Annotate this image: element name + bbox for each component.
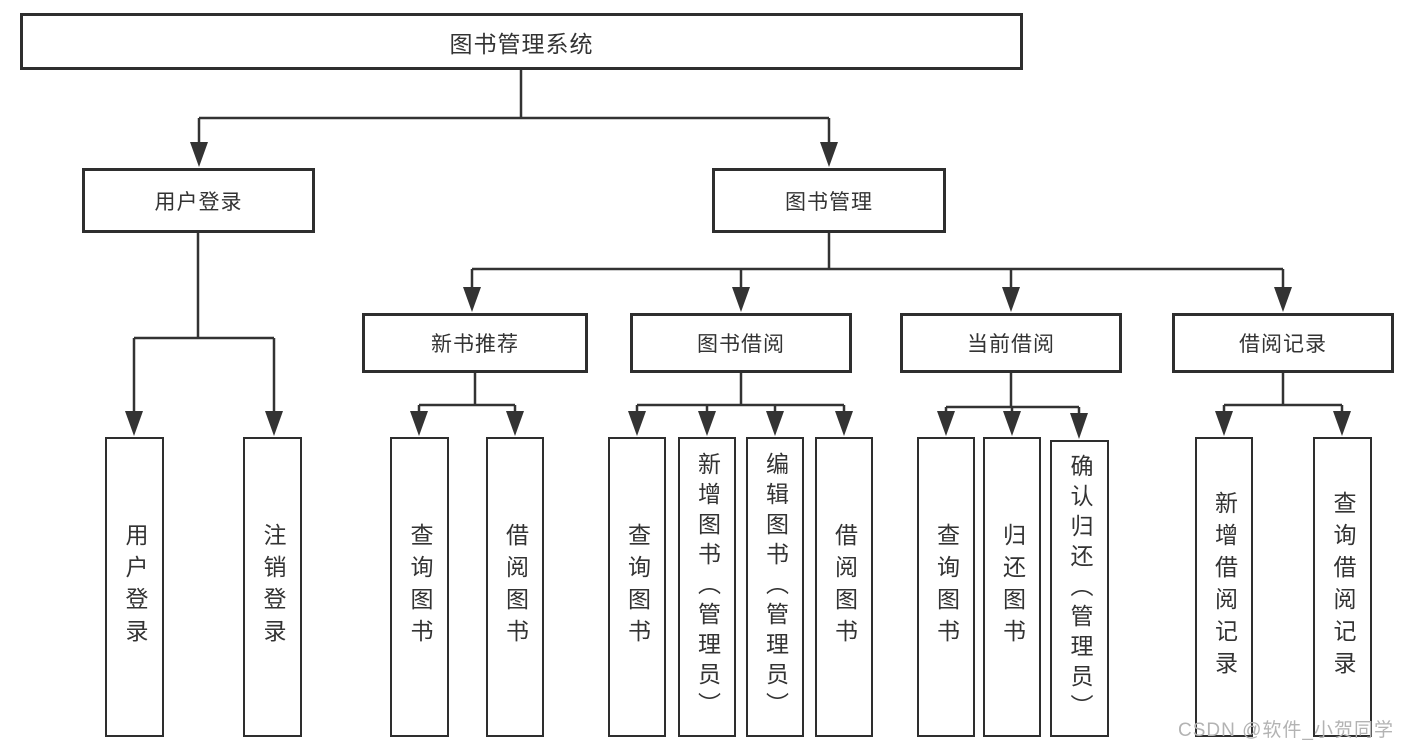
node-query-book-recommend: 查询图书	[390, 437, 449, 737]
node-book-management: 图书管理	[712, 168, 946, 233]
node-edit-book-admin-label: 编辑图书（管理员）	[762, 452, 789, 722]
node-new-book-recommend-label: 新书推荐	[431, 333, 519, 356]
node-confirm-return-admin: 确认归还（管理员）	[1050, 440, 1109, 737]
node-add-book-admin-label: 新增图书（管理员）	[694, 452, 721, 722]
node-book-borrow: 图书借阅	[630, 313, 852, 373]
node-query-borrow-record-label: 查询借阅记录	[1330, 491, 1356, 683]
node-confirm-return-admin-label: 确认归还（管理员）	[1067, 453, 1093, 724]
node-query-book-recommend-label: 查询图书	[407, 523, 433, 651]
node-return-book-label: 归还图书	[999, 523, 1026, 651]
node-root-label: 图书管理系统	[449, 30, 594, 57]
node-query-book-current-label: 查询图书	[933, 523, 960, 651]
node-logout-label: 注销登录	[260, 523, 286, 651]
node-user-login-leaf-label: 用户登录	[122, 523, 148, 651]
node-user-login: 用户登录	[82, 168, 315, 233]
node-edit-book-admin: 编辑图书（管理员）	[746, 437, 804, 737]
node-return-book: 归还图书	[983, 437, 1041, 737]
node-user-login-leaf: 用户登录	[105, 437, 164, 737]
node-borrow-records: 借阅记录	[1172, 313, 1394, 373]
node-query-book-borrow: 查询图书	[608, 437, 666, 737]
node-add-borrow-record: 新增借阅记录	[1195, 437, 1253, 737]
node-borrow-book-leaf-label: 借阅图书	[831, 523, 858, 651]
node-logout: 注销登录	[243, 437, 302, 737]
node-current-borrow: 当前借阅	[900, 313, 1122, 373]
node-current-borrow-label: 当前借阅	[967, 333, 1055, 356]
node-root: 图书管理系统	[20, 13, 1023, 70]
node-borrow-records-label: 借阅记录	[1239, 333, 1327, 356]
node-add-borrow-record-label: 新增借阅记录	[1211, 491, 1238, 683]
node-query-book-borrow-label: 查询图书	[624, 523, 651, 651]
node-user-login-label: 用户登录	[154, 190, 243, 214]
node-add-book-admin: 新增图书（管理员）	[678, 437, 736, 737]
node-borrow-book-recommend: 借阅图书	[486, 437, 544, 737]
node-query-book-current: 查询图书	[917, 437, 975, 737]
node-book-borrow-label: 图书借阅	[697, 333, 785, 356]
csdn-watermark: CSDN @软件_小贺同学	[1178, 720, 1394, 741]
node-book-management-label: 图书管理	[785, 190, 873, 214]
node-new-book-recommend: 新书推荐	[362, 313, 588, 373]
node-borrow-book-recommend-label: 借阅图书	[502, 523, 529, 651]
node-borrow-book-leaf: 借阅图书	[815, 437, 873, 737]
node-query-borrow-record: 查询借阅记录	[1313, 437, 1372, 737]
